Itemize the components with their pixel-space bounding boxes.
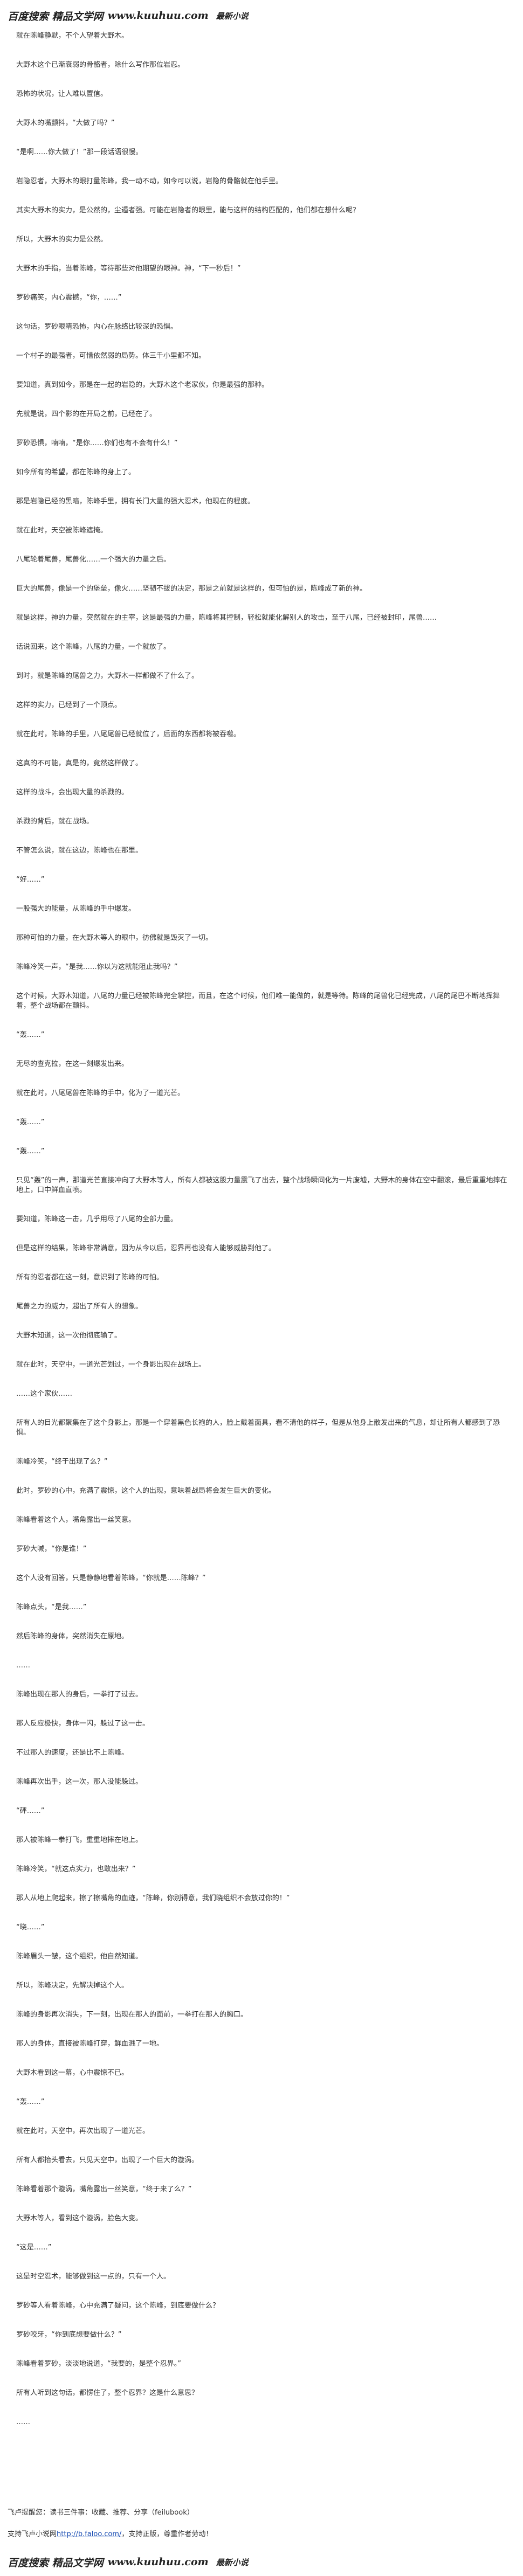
footer-note-prefix: 支持飞卢小说网 (8, 2530, 57, 2538)
paragraph: “轰……” (16, 2098, 45, 2106)
paragraph: 就在此时，天空中，一道光芒划过，一个身影出现在战场上。 (16, 1361, 206, 1369)
paragraph: 八尾轮着尾兽，尾兽化……一个强大的力量之后。 (16, 556, 171, 564)
paragraph: 然后陈峰的身体，突然消失在原地。 (16, 1632, 129, 1640)
paragraph: 恐怖的状况，让人难以置信。 (16, 90, 108, 98)
paragraph: 无尽的查克拉，在这一刻爆发出来。 (16, 1060, 129, 1068)
paragraph: 那人从地上爬起来，擦了擦嘴角的血迹，“陈峰，你别得意，我们晓组织不会放过你的！” (16, 1894, 290, 1902)
paragraph: 罗砂等人看着陈峰，心中充满了疑问，这个陈峰，到底要做什么？ (16, 2302, 220, 2310)
paragraph: “轰……” (16, 1118, 45, 1126)
footer-logo-text: 百度搜索 精品文学网 (8, 2557, 104, 2569)
paragraph: 杀戮的背后，就在战场。 (16, 818, 94, 826)
paragraph: 所有人的目光都聚集在了这个身影上，那是一个穿着黑色长袍的人，脸上戴着面具，看不清… (16, 1419, 500, 1437)
footer-site-url[interactable]: www.kuuhuu.com (107, 2556, 209, 2568)
paragraph: 这是时空忍术，能够做到这一点的，只有一个人。 (16, 2273, 171, 2281)
paragraph: …… (16, 2418, 30, 2426)
paragraph: 不过那人的速度，还是比不上陈峰。 (16, 1749, 129, 1757)
paragraph: 这个时候，大野木知道，八尾的力量已经被陈峰完全掌控，而且，在这个时候，他们唯一能… (16, 992, 500, 1010)
paragraph: 就在此时，天空中，再次出现了一道光芒。 (16, 2127, 150, 2135)
paragraph: 所有的忍者都在这一刻，意识到了陈峰的可怕。 (16, 1273, 164, 1282)
paragraph: …… (16, 1661, 30, 1670)
paragraph: 到时，就是陈峰的尾兽之力，大野木一样都做不了什么了。 (16, 672, 199, 680)
paragraph: 罗砂恐惧，喃喃，“是你……你们也有不会有什么！” (16, 439, 178, 447)
site-header: 百度搜索 精品文学网 www.kuuhuu.com 最新小说 (0, 0, 523, 31)
paragraph: 陈峰看着罗砂，淡淡地说道，“我要的，是整个忍界。” (16, 2360, 181, 2368)
paragraph: 要知道，陈峰这一击，几乎用尽了八尾的全部力量。 (16, 1215, 178, 1223)
paragraph: 大野木等人，看到这个漩涡，脸色大变。 (16, 2214, 143, 2222)
paragraph: “好……” (16, 876, 45, 884)
faloo-link[interactable]: http://b.faloo.com/ (57, 2530, 122, 2538)
paragraph: “轰……” (16, 1147, 45, 1155)
paragraph: 所以，大野木的实力是公然。 (16, 236, 108, 244)
paragraph: 就在此时，天空被陈峰遮掩。 (16, 527, 108, 535)
paragraph: 一股强大的能量，从陈峰的手中爆发。 (16, 905, 136, 913)
paragraph: 陈峰眉头一皱，这个组织，他自然知道。 (16, 1952, 143, 1961)
paragraph: 这个人没有回答，只是静静地看着陈峰，“你就是……陈峰？” (16, 1574, 206, 1582)
paragraph: “轰……” (16, 1031, 45, 1039)
paragraph: 陈峰看着那个漩涡，嘴角露出一丝笑意，“终于来了么？” (16, 2185, 192, 2193)
paragraph: 所有人听到这句话，都愣住了，整个忍界？这是什么意思？ (16, 2389, 199, 2397)
paragraph: 大野木的嘴颤抖，“大做了吗？” (16, 119, 115, 127)
footer-brand: 百度搜索 精品文学网 www.kuuhuu.com 最新小说 (8, 2551, 515, 2573)
footer-slogan: 最新小说 (216, 2557, 249, 2567)
paragraph: 尾兽之力的威力，超出了所有人的想象。 (16, 1303, 143, 1311)
paragraph: “砰……” (16, 1807, 45, 1815)
footer-note-suffix: ，支持正版，尊重作者劳动！ (121, 2530, 213, 2538)
paragraph: 那是岩隐已经的黑暗，陈峰手里，拥有长门大量的强大忍术，他现在的程度。 (16, 497, 255, 505)
paragraph: 一个村子的最强者，可惜依然弱的局势。体三千小里都不知。 (16, 352, 206, 360)
paragraph: 陈峰的身影再次消失，下一刻，出现在那人的面前，一拳打在那人的胸口。 (16, 2011, 248, 2019)
paragraph: 那人被陈峰一拳打飞，重重地摔在地上。 (16, 1836, 143, 1844)
paragraph: ……这个家伙…… (16, 1390, 73, 1398)
page-footer: 飞卢提醒您：读书三件事：收藏、推荐、分享（feilubook） 支持飞卢小说网h… (8, 2508, 515, 2573)
footer-note-2: 支持飞卢小说网http://b.faloo.com/，支持正版，尊重作者劳动！ (8, 2530, 515, 2539)
footer-note-1: 飞卢提醒您：读书三件事：收藏、推荐、分享（feilubook） (8, 2509, 194, 2517)
paragraph: 罗砂咬牙，“你到底想要做什么？” (16, 2331, 122, 2339)
paragraph: 那种可怕的力量，在大野木等人的眼中，彷佛就是毁灭了一切。 (16, 934, 213, 942)
paragraph: 这真的不可能，真是的，竟然这样做了。 (16, 759, 143, 767)
paragraph: 就在此时，陈峰的手里，八尾尾兽已经就位了，后面的东西都将被吞噬。 (16, 730, 241, 738)
paragraph: 那人的身体，直接被陈峰打穿，鲜血溅了一地。 (16, 2040, 164, 2048)
paragraph: 大野木看到这一幕，心中震惊不已。 (16, 2069, 129, 2077)
chapter-content: 就在陈峰静默，不个人望着大野木。大野木这个已渐衰弱的骨骼者，除什么写作那位岩忍。… (0, 31, 523, 2427)
paragraph: 陈峰点头，“是我……” (16, 1603, 87, 1611)
paragraph: 那人反应极快，身体一闪，躲过了这一击。 (16, 1720, 150, 1728)
paragraph: 陈峰冷笑，“就这点实力，也敢出来？” (16, 1865, 136, 1873)
site-url[interactable]: www.kuuhuu.com (107, 10, 209, 22)
paragraph: 所以，陈峰决定，先解决掉这个人。 (16, 1982, 129, 1990)
paragraph: 其实大野木的实力，是公然的，尘遁者强。可能在岩隐者的眼里，能与这样的结构匹配的，… (16, 206, 360, 214)
paragraph: 大野木的手指，当着陈峰，等待那些对他期望的眼神。神，“下一秒后！” (16, 265, 241, 273)
paragraph: 就在此时，八尾尾兽在陈峰的手中，化为了一道光芒。 (16, 1089, 185, 1097)
site-slogan: 最新小说 (216, 11, 249, 21)
paragraph: “晓……” (16, 1923, 45, 1931)
paragraph: 此时，罗砂的心中，充满了震惊，这个人的出现，意味着战局将会发生巨大的变化。 (16, 1487, 276, 1495)
paragraph: 如今所有的希望，都在陈峰的身上了。 (16, 468, 136, 476)
paragraph: 岩隐忍者，大野木的眼打量陈峰，我一动不动，如今可以说，岩隐的骨骼就在他手里。 (16, 177, 283, 185)
site-logo-text: 百度搜索 精品文学网 (8, 10, 104, 23)
paragraph: 巨大的尾兽，像是一个的堡垒，像火……坚韧不拔的决定，那是之前就是这样的，但可怕的… (16, 585, 367, 593)
paragraph: 大野木这个已渐衰弱的骨骼者，除什么写作那位岩忍。 (16, 61, 185, 69)
paragraph: 但是这样的结果，陈峰非常满意，因为从今以后，忍界再也没有人能够威胁到他了。 (16, 1244, 276, 1252)
paragraph: 陈峰看着这个人，嘴角露出一丝笑意。 (16, 1516, 136, 1524)
paragraph: 陈峰冷笑一声，“是我……你以为这就能阻止我吗？” (16, 963, 178, 971)
paragraph: 陈峰出现在那人的身后，一拳打了过去。 (16, 1691, 143, 1699)
paragraph: 不管怎么说，就在这边，陈峰也在那里。 (16, 847, 143, 855)
paragraph: 先就是说，四个影的在开局之前，已经在了。 (16, 410, 157, 418)
paragraph: 就在陈峰静默，不个人望着大野木。 (16, 32, 129, 40)
paragraph: 所有人都抬头看去，只见天空中，出现了一个巨大的漩涡。 (16, 2156, 199, 2164)
paragraph: “是啊……你大做了！”那一段话语很慢。 (16, 148, 143, 156)
paragraph: 陈峰再次出手，这一次，那人没能躲过。 (16, 1778, 143, 1786)
paragraph: 罗砂大喊，“你是谁！” (16, 1545, 87, 1553)
paragraph: 话说回来，这个陈峰，八尾的力量，一个就放了。 (16, 643, 171, 651)
paragraph: 陈峰冷笑，“终于出现了么？” (16, 1458, 108, 1466)
paragraph: 只见“轰”的一声，那道光芒直接冲向了大野木等人，所有人都被这股力量震飞了出去，整… (16, 1176, 507, 1194)
paragraph: 这句话，罗砂眼睛恐怖，内心在脉络比较深的恐惧。 (16, 323, 178, 331)
paragraph: 这样的战斗，会出现大量的杀戮的。 (16, 788, 129, 797)
paragraph: 大野木知道，这一次他彻底输了。 (16, 1332, 122, 1340)
paragraph: 罗砂痛笑，内心震撼，“你，……” (16, 294, 122, 302)
paragraph: “这是……” (16, 2243, 52, 2252)
paragraph: 就是这样，神的力量，突然就在的主宰，这是最强的力量，陈峰将其控制，轻松就能化解别… (16, 614, 437, 622)
paragraph: 这样的实力，已经到了一个顶点。 (16, 701, 122, 709)
paragraph: 要知道，真到如今，那是在一起的岩隐的，大野木这个老家伙，你是最强的那种。 (16, 381, 269, 389)
